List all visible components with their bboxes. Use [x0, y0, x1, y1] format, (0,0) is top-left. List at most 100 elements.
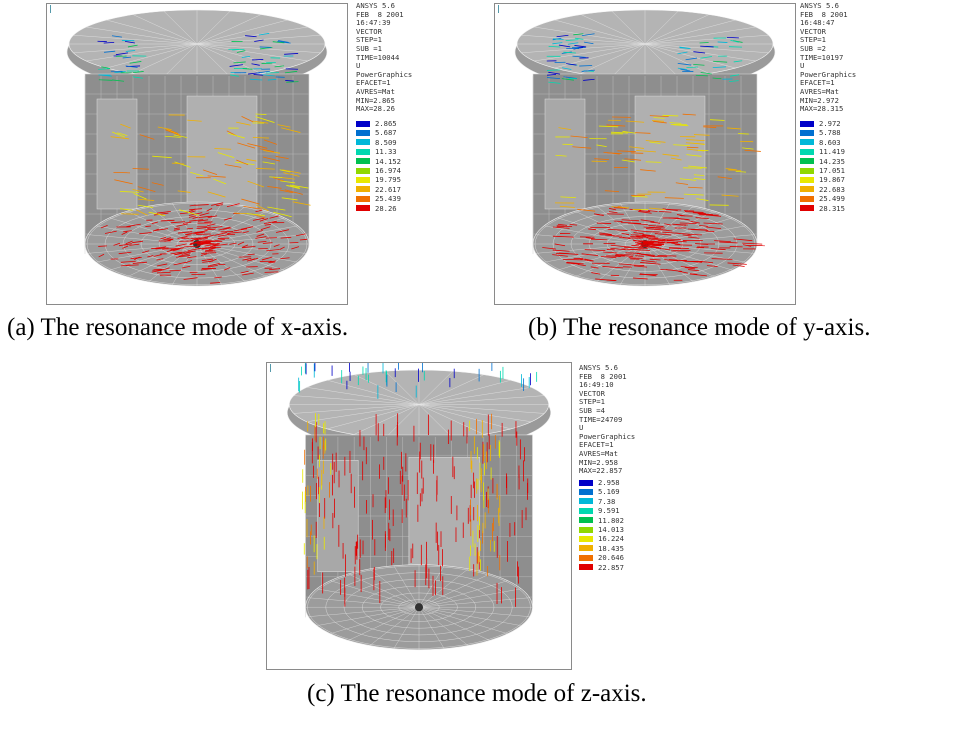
legend-row: 22.857 [579, 563, 624, 572]
vector-arrow [136, 209, 148, 216]
legend-swatch [579, 498, 593, 505]
vector-arrow [687, 233, 702, 236]
vector-arrow [125, 50, 136, 52]
vector-arrow [744, 149, 761, 152]
legend-row: 2.865 [356, 119, 401, 128]
vector-arrow [685, 142, 705, 145]
displacement-vectors [97, 32, 311, 284]
legend-swatch [579, 554, 593, 561]
vector-arrow [613, 207, 628, 209]
vector-arrow [262, 161, 276, 165]
vector-arrow [202, 242, 211, 245]
viewport-marker [50, 5, 55, 13]
vector-arrow [291, 246, 300, 250]
vector-arrow [279, 246, 285, 250]
vector-arrow [266, 249, 280, 252]
vector-arrow [714, 240, 731, 243]
info-line: VECTOR [579, 388, 605, 398]
vector-arrow [120, 264, 131, 267]
vector-arrow [147, 255, 154, 258]
vector-arrow [156, 210, 171, 214]
vector-arrow [201, 258, 214, 262]
vector-arrow [742, 147, 754, 150]
vector-arrow [603, 251, 618, 254]
mesh-line [348, 573, 420, 608]
vector-arrow [139, 232, 152, 235]
info-line: STEP=1 [579, 397, 605, 407]
vector-arrow [236, 50, 246, 53]
info-line: EFACET=1 [579, 440, 614, 450]
mesh-line [196, 211, 267, 245]
vector-arrow [236, 121, 251, 126]
mesh-line [580, 43, 646, 74]
vector-arrow [735, 171, 747, 173]
mesh-line [308, 597, 420, 608]
vector-arrow [640, 219, 655, 223]
vector-arrow [279, 189, 294, 194]
info-line: EFACET=1 [356, 78, 391, 88]
vector-arrow [563, 76, 578, 79]
vector-arrow [292, 201, 311, 206]
info-line: SUB =1 [356, 43, 382, 53]
legend-row: 19.867 [800, 175, 845, 184]
info-line: VECTOR [356, 26, 382, 36]
vector-arrow [241, 116, 254, 123]
vector-arrow [157, 126, 172, 131]
vector-arrow [114, 179, 133, 185]
vector-arrow [177, 236, 188, 239]
vector-arrow [649, 207, 665, 210]
vector-arrow [148, 211, 166, 217]
mesh-line [580, 14, 646, 45]
info-line: MAX=22.857 [579, 466, 623, 476]
vector-arrow [624, 158, 642, 161]
vector-arrow [132, 168, 149, 170]
mesh-line [418, 607, 469, 646]
vector-arrow [254, 39, 264, 42]
vector-arrow [630, 264, 645, 266]
vector-arrow [672, 223, 686, 226]
vector-arrow [246, 158, 257, 162]
vector-arrow [680, 68, 691, 72]
vector-arrow [122, 245, 129, 249]
mesh-line [644, 26, 756, 45]
vector-arrow [120, 123, 131, 129]
vector-arrow [156, 263, 168, 267]
vector-arrow [187, 256, 197, 259]
vector-arrow [260, 226, 271, 230]
vector-arrow [630, 234, 651, 237]
vector-arrow [137, 204, 154, 208]
vector-arrow [679, 178, 696, 181]
vector-arrow [630, 229, 648, 233]
mesh-line [86, 43, 198, 62]
mesh-line [557, 243, 646, 271]
mesh-line [293, 395, 420, 405]
mesh-line [196, 43, 288, 69]
vector-arrow [727, 127, 741, 130]
vector-arrow [613, 220, 623, 222]
info-line: AVRES=Mat [579, 448, 618, 458]
mesh-line [534, 43, 646, 62]
vector-arrow [103, 41, 115, 44]
legend-value: 28.315 [819, 203, 845, 213]
mesh-line [418, 607, 522, 626]
vector-arrow [172, 248, 180, 252]
vector-arrow [153, 254, 162, 257]
vector-arrow [693, 64, 705, 66]
mesh-line [196, 43, 262, 74]
vector-arrow [599, 232, 612, 235]
vector-arrow [649, 258, 661, 261]
vector-arrow [275, 229, 290, 233]
legend-value: 5.687 [375, 128, 397, 138]
vector-arrow [280, 257, 290, 260]
vector-arrow [598, 125, 619, 128]
vector-arrow [175, 243, 187, 247]
vector-arrow [636, 150, 656, 153]
mesh-line [521, 43, 646, 53]
vector-arrow [196, 241, 212, 245]
legend-swatch [800, 167, 814, 174]
mesh-line [418, 607, 490, 641]
vector-arrow [233, 61, 246, 64]
vector-arrow [295, 233, 306, 237]
vector-arrow [695, 74, 708, 77]
vector-arrow [160, 219, 175, 222]
